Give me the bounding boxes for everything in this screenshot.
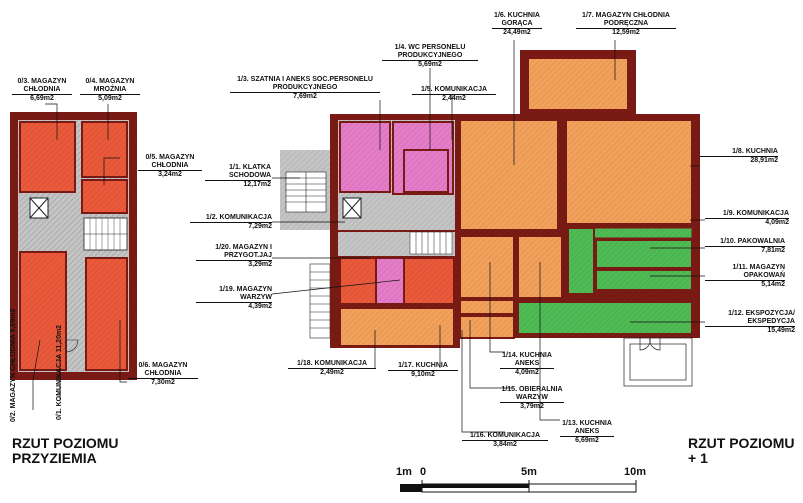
label-room-1-14-area: 4,09m2 [500, 368, 554, 377]
label-room-1-5-name: 1/5. KOMUNIKACJA [420, 86, 488, 93]
label-room-1-18-name: 1/18. KOMUNIKACJA [296, 360, 367, 367]
label-room-0-1-area: 11,20m2 [56, 324, 63, 353]
label-room-1-20-area: 3,29m2 [196, 260, 272, 269]
label-room-1-10: 1/10. PAKOWALNIA 7,81m2 [705, 238, 785, 255]
label-room-1-17-name: 1/17. KUCHNIA [398, 362, 448, 369]
label-room-1-5: 1/5. KOMUNIKACJA 2,44m2 [412, 86, 496, 103]
label-room-0-2-area: 5,69m2 [10, 308, 17, 333]
label-room-1-17-area: 9,10m2 [388, 370, 458, 379]
label-room-1-14: 1/14. KUCHNIA ANEKS 4,09m2 [500, 352, 554, 377]
label-room-1-16-name: 1/16. KOMUNIKACJA [469, 432, 540, 439]
label-room-1-19-name: 1/19. MAGAZYN WARZYW [219, 286, 272, 301]
scale-label-10m: 10m [624, 466, 647, 478]
label-room-0-3: 0/3. MAGAZYN CHŁODNIA 6,69m2 [12, 78, 72, 103]
title-ground-floor: RZUT POZIOMU PRZYZIEMIA [12, 436, 119, 466]
label-room-1-13-area: 6,69m2 [560, 436, 614, 445]
label-room-1-1-area: 12,17m2 [205, 180, 271, 189]
label-room-0-5-area: 3,24m2 [138, 170, 202, 179]
scale-bar [400, 480, 637, 493]
label-room-1-2-name: 1/2. KOMUNIKACJA [205, 214, 272, 221]
title-upper-line2: + 1 [688, 450, 708, 466]
label-room-1-11: 1/11. MAGAZYN OPAKOWAŃ 5,14m2 [705, 264, 785, 289]
label-room-1-8-area: 28,91m2 [700, 156, 778, 165]
label-room-1-7-area: 12,59m2 [576, 28, 676, 37]
label-room-0-3-area: 6,69m2 [12, 94, 72, 103]
label-room-1-15: 1/15. OBIERALNIA WARZYW 3,79m2 [500, 386, 564, 411]
label-room-1-8: 1/8. KUCHNIA 28,91m2 [700, 148, 778, 165]
label-room-0-2-name: 0/2. MAGAZYN CHŁODNIA [10, 334, 17, 422]
label-room-1-6: 1/6. KUCHNIA GORĄCA 24,49m2 [492, 12, 542, 37]
label-room-1-5-area: 2,44m2 [412, 94, 496, 103]
label-room-1-4-area: 5,69m2 [382, 60, 478, 69]
label-room-1-16: 1/16. KOMUNIKACJA 3,84m2 [462, 432, 548, 449]
label-room-1-3: 1/3. SZATNIA I ANEKS SOC.PERSONELU PRODU… [230, 76, 380, 101]
title-ground-line2: PRZYZIEMIA [12, 450, 97, 466]
label-room-0-1-name: 0/1. KOMUNIKACJA [56, 354, 63, 420]
label-room-0-6-area: 7,30m2 [128, 378, 198, 387]
label-room-1-3-area: 7,69m2 [230, 92, 380, 101]
label-room-1-9: 1/9. KOMUNIKACJA 4,09m2 [705, 210, 789, 227]
label-room-1-12: 1/12. EKSPOZYCJA/ EKSPEDYCJA 15,49m2 [705, 310, 795, 335]
title-upper-line1: RZUT POZIOMU [688, 435, 795, 451]
label-room-1-18: 1/18. KOMUNIKACJA 2,49m2 [288, 360, 376, 377]
label-room-1-4-name: 1/4. WC PERSONELU PRODUKCYJNEGO [394, 44, 466, 59]
label-room-1-13-name: 1/13. KUCHNIA ANEKS [562, 420, 612, 435]
label-room-0-3-name: 0/3. MAGAZYN CHŁODNIA [17, 78, 67, 93]
scale-label-0: 0 [420, 466, 427, 478]
label-room-1-4: 1/4. WC PERSONELU PRODUKCYJNEGO 5,69m2 [382, 44, 478, 69]
title-upper-floor: RZUT POZIOMU + 1 [688, 436, 795, 466]
label-room-1-19: 1/19. MAGAZYN WARZYW 4,39m2 [196, 286, 272, 311]
label-room-0-5: 0/5. MAGAZYN CHŁODNIA 3,24m2 [138, 154, 202, 179]
label-room-1-18-area: 2,49m2 [288, 368, 376, 377]
label-room-1-20-name: 1/20. MAGAZYN I PRZYGOT.JAJ [215, 244, 272, 259]
title-ground-line1: RZUT POZIOMU [12, 435, 119, 451]
label-room-1-14-name: 1/14. KUCHNIA ANEKS [502, 352, 552, 367]
scale-label-1m: 1m [396, 466, 412, 478]
label-room-0-6: 0/6. MAGAZYN CHŁODNIA 7,30m2 [128, 362, 198, 387]
label-room-1-11-name: 1/11. MAGAZYN OPAKOWAŃ [732, 264, 785, 279]
ground-stairs [83, 217, 128, 251]
label-room-1-2: 1/2. KOMUNIKACJA 7,29m2 [190, 214, 272, 231]
label-room-1-15-name: 1/15. OBIERALNIA WARZYW [501, 386, 563, 401]
label-room-1-6-name: 1/6. KUCHNIA GORĄCA [494, 12, 540, 27]
label-room-1-10-area: 7,81m2 [705, 246, 785, 255]
label-room-1-7-name: 1/7. MAGAZYN CHŁODNIA PODRĘCZNA [582, 12, 670, 27]
label-room-1-12-area: 15,49m2 [705, 326, 795, 335]
label-room-1-6-area: 24,49m2 [492, 28, 542, 37]
label-room-1-10-name: 1/10. PAKOWALNIA [720, 238, 785, 245]
label-room-1-1-name: 1/1. KLATKA SCHODOWA [229, 164, 271, 179]
label-room-1-16-area: 3,84m2 [462, 440, 548, 449]
label-room-1-15-area: 3,79m2 [500, 402, 564, 411]
ground-floor-plan [10, 103, 137, 410]
label-room-1-20: 1/20. MAGAZYN I PRZYGOT.JAJ 3,29m2 [196, 244, 272, 269]
label-room-1-1: 1/1. KLATKA SCHODOWA 12,17m2 [205, 164, 271, 189]
label-room-1-7: 1/7. MAGAZYN CHŁODNIA PODRĘCZNA 12,59m2 [576, 12, 676, 37]
label-room-0-6-name: 0/6. MAGAZYN CHŁODNIA [138, 362, 188, 377]
label-room-1-12-name: 1/12. EKSPOZYCJA/ EKSPEDYCJA [728, 310, 795, 325]
label-room-1-9-area: 4,09m2 [705, 218, 789, 227]
label-room-0-4-area: 5,09m2 [80, 94, 140, 103]
scale-label-5m: 5m [521, 466, 537, 478]
label-room-1-13: 1/13. KUCHNIA ANEKS 6,69m2 [560, 420, 614, 445]
label-room-1-2-area: 7,29m2 [190, 222, 272, 231]
label-room-1-17: 1/17. KUCHNIA 9,10m2 [388, 362, 458, 379]
label-room-1-11-area: 5,14m2 [705, 280, 785, 289]
label-room-1-8-name: 1/8. KUCHNIA [732, 148, 778, 155]
upper-floor-plan [271, 40, 705, 433]
label-room-1-3-name: 1/3. SZATNIA I ANEKS SOC.PERSONELU PRODU… [237, 76, 373, 91]
label-room-0-5-name: 0/5. MAGAZYN CHŁODNIA [145, 154, 195, 169]
label-room-0-4: 0/4. MAGAZYN MROŹNIA 5,09m2 [80, 78, 140, 103]
label-room-0-1: 0/1. KOMUNIKACJA 11,20m2 [56, 325, 64, 420]
label-room-0-2: 0/2. MAGAZYN CHŁODNIA 5,69m2 [10, 309, 18, 422]
label-room-1-19-area: 4,39m2 [196, 302, 272, 311]
label-room-1-9-name: 1/9. KOMUNIKACJA [722, 210, 789, 217]
label-room-0-4-name: 0/4. MAGAZYN MROŹNIA [85, 78, 135, 93]
